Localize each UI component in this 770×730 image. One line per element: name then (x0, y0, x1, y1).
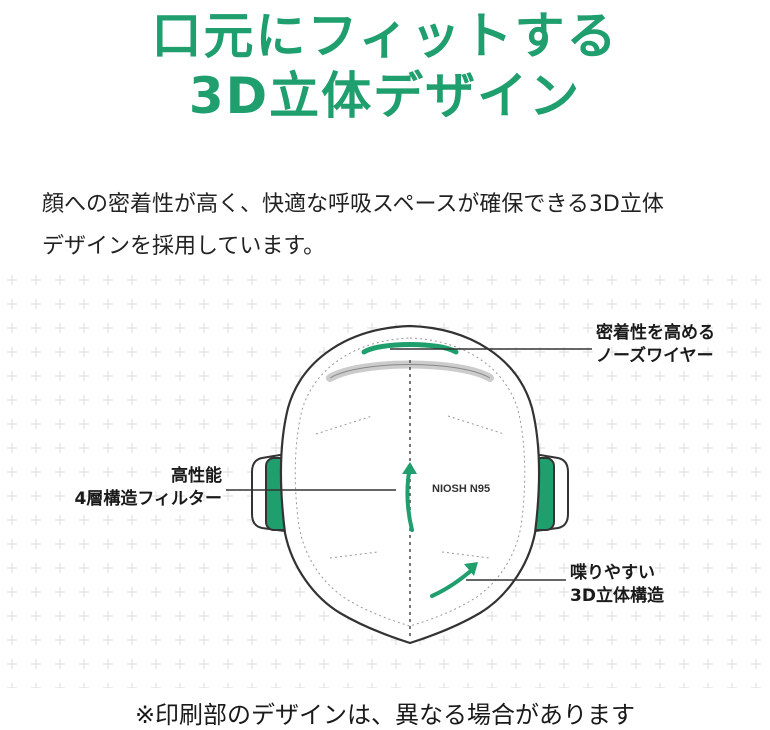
airflow-arrow-lower (430, 562, 478, 598)
callout-filter-line-1: 高性能 (171, 466, 222, 486)
mask-diagram: NIOSH N95 (0, 268, 770, 688)
print-design-caption: ※印刷部のデザインは、異なる場合があります (134, 701, 636, 729)
mask-print-label: NIOSH N95 (432, 483, 490, 495)
callout-filter-line-2: 4層構造フィルター (74, 489, 223, 509)
callout-filter: 高性能 4層構造フィルター (54, 465, 223, 511)
headline-line-1: 口元にフィットする (151, 7, 619, 65)
callout-speak-line-2: 3D立体構造 (570, 586, 664, 606)
callout-nose-wire: 密着性を高める ノーズワイヤー (596, 322, 715, 368)
headline-line-2: 3D立体デザイン (188, 67, 582, 125)
callout-nose-wire-line-2: ノーズワイヤー (596, 346, 714, 366)
callout-nose-wire-line-1: 密着性を高める (596, 323, 715, 343)
callout-speak: 喋りやすい 3D立体構造 (570, 562, 664, 608)
callout-speak-line-1: 喋りやすい (570, 563, 655, 583)
mask-illustration: NIOSH N95 (0, 268, 770, 688)
description-line-2: デザインを採用しています。 (42, 234, 326, 259)
airflow-arrow-center (402, 462, 417, 532)
description-line-1: 顔への密着性が高く、快適な呼吸スペースが確保できる3D立体 (42, 192, 664, 217)
mask-body (279, 324, 541, 645)
